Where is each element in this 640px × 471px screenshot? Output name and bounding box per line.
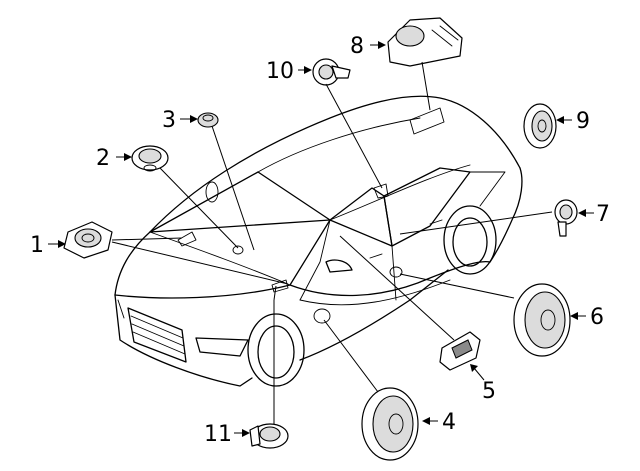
hood-left-edge <box>114 231 151 296</box>
body-bottom <box>299 269 449 361</box>
callout-9: 9 <box>576 109 590 134</box>
parcel-shelf-mark <box>409 107 445 135</box>
front-door-speaker-mark <box>313 308 331 324</box>
door-handle-rear <box>429 219 443 225</box>
car-windshield <box>149 171 331 233</box>
part-5-module <box>439 331 481 371</box>
part-3-cap <box>197 112 219 128</box>
part-10-speaker <box>312 58 351 86</box>
callout-1: 1 <box>30 233 44 258</box>
headlight <box>195 337 249 357</box>
leader-lines <box>111 61 553 424</box>
hood-crease <box>149 231 291 286</box>
a-pillar-tweeter-mark <box>271 279 289 293</box>
car-body <box>114 95 523 387</box>
callout-4: 4 <box>442 410 456 435</box>
callout-5: 5 <box>482 379 496 404</box>
part-9-speaker <box>523 103 557 149</box>
hood-ornament <box>205 181 219 203</box>
part-1-speaker <box>63 221 113 259</box>
callout-7: 7 <box>596 202 610 227</box>
headlight-left <box>117 299 125 319</box>
dash-speaker-mark <box>232 245 244 255</box>
part-4-woofer <box>361 387 419 461</box>
body-side-line <box>289 260 491 297</box>
part-8-subwoofer <box>387 17 463 67</box>
callout-labels: 1 2 3 4 5 6 7 8 9 10 11 <box>30 34 610 447</box>
car-roof-line <box>149 95 521 233</box>
door-split <box>391 245 397 301</box>
hood-front-edge <box>114 219 331 299</box>
front-wheel <box>257 325 295 379</box>
callout-arrows <box>48 41 594 437</box>
callout-10: 10 <box>266 59 294 84</box>
callout-2: 2 <box>96 146 110 171</box>
callout-3: 3 <box>162 108 176 133</box>
part-2-tweeter <box>131 145 169 172</box>
rear-wheel-arch <box>443 205 497 275</box>
car-roof-edge <box>257 117 421 173</box>
door-handle-front <box>369 253 383 259</box>
rear-wheel <box>452 217 488 267</box>
rear-side-window <box>383 167 471 247</box>
side-mirror <box>325 259 353 273</box>
callout-6: 6 <box>590 305 604 330</box>
callout-11: 11 <box>204 422 232 447</box>
car-roof-edge-2 <box>329 164 471 221</box>
front-grille <box>127 307 187 363</box>
rear-quarter-window <box>469 171 506 207</box>
pillar-mark <box>373 183 389 199</box>
part-7-speaker <box>554 199 578 237</box>
dash-tweeter-mark <box>177 231 197 247</box>
body-sill-line <box>299 279 451 306</box>
front-bumper <box>114 294 253 387</box>
grille-bars <box>130 315 186 355</box>
front-wheel-arch <box>247 313 305 387</box>
car-rear <box>489 167 523 263</box>
rear-door-speaker-mark <box>389 266 403 278</box>
a-pillar-line <box>299 219 331 301</box>
part-6-speaker <box>513 283 571 357</box>
part-11-speaker <box>249 423 289 449</box>
callout-8: 8 <box>350 34 364 59</box>
